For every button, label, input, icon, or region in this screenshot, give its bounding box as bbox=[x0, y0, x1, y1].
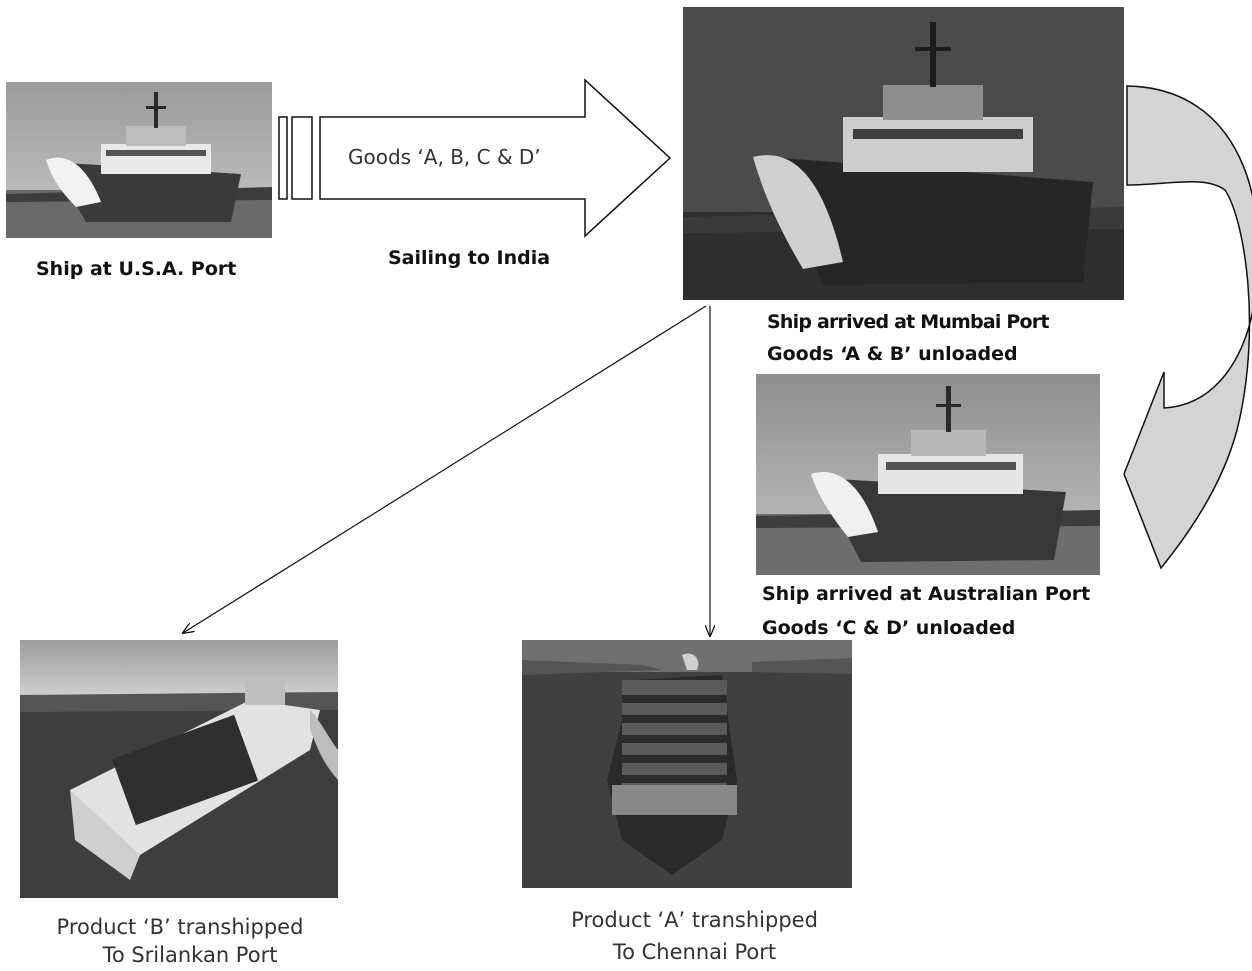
srilanka-caption-line1: Product ‘B’ transhipped bbox=[56, 915, 304, 939]
chennai-ship-photo bbox=[522, 640, 852, 888]
ship-image bbox=[683, 7, 1124, 300]
ship-image bbox=[6, 82, 272, 238]
srilanka-caption-line2: To Srilankan Port bbox=[102, 943, 278, 967]
srilanka-ship-photo bbox=[20, 640, 338, 898]
ship-image bbox=[522, 640, 852, 888]
mumbai-caption-line2: Goods ‘A & B’ unloaded bbox=[767, 343, 1018, 365]
australia-caption-line2: Goods ‘C & D’ unloaded bbox=[762, 617, 1016, 639]
usa-ship-photo bbox=[6, 82, 272, 238]
australia-ship-photo bbox=[756, 374, 1100, 575]
voyage-arrow-label: Goods ‘A, B, C & D’ bbox=[348, 145, 541, 169]
voyage-caption: Sailing to India bbox=[388, 247, 551, 269]
chennai-caption-line1: Product ‘A’ transhipped bbox=[571, 908, 818, 932]
arrow-to-srilanka bbox=[183, 305, 707, 633]
mumbai-ship-photo bbox=[683, 7, 1124, 300]
chennai-caption-line2: To Chennai Port bbox=[612, 940, 777, 964]
mumbai-caption-line1: Ship arrived at Mumbai Port bbox=[767, 311, 1049, 333]
usa-caption: Ship at U.S.A. Port bbox=[36, 258, 237, 280]
voyage-arrow bbox=[278, 78, 672, 238]
ship-image bbox=[20, 640, 338, 898]
ship-image bbox=[756, 374, 1100, 575]
australia-caption-line1: Ship arrived at Australian Port bbox=[762, 583, 1091, 605]
curved-arrow bbox=[1123, 85, 1252, 570]
